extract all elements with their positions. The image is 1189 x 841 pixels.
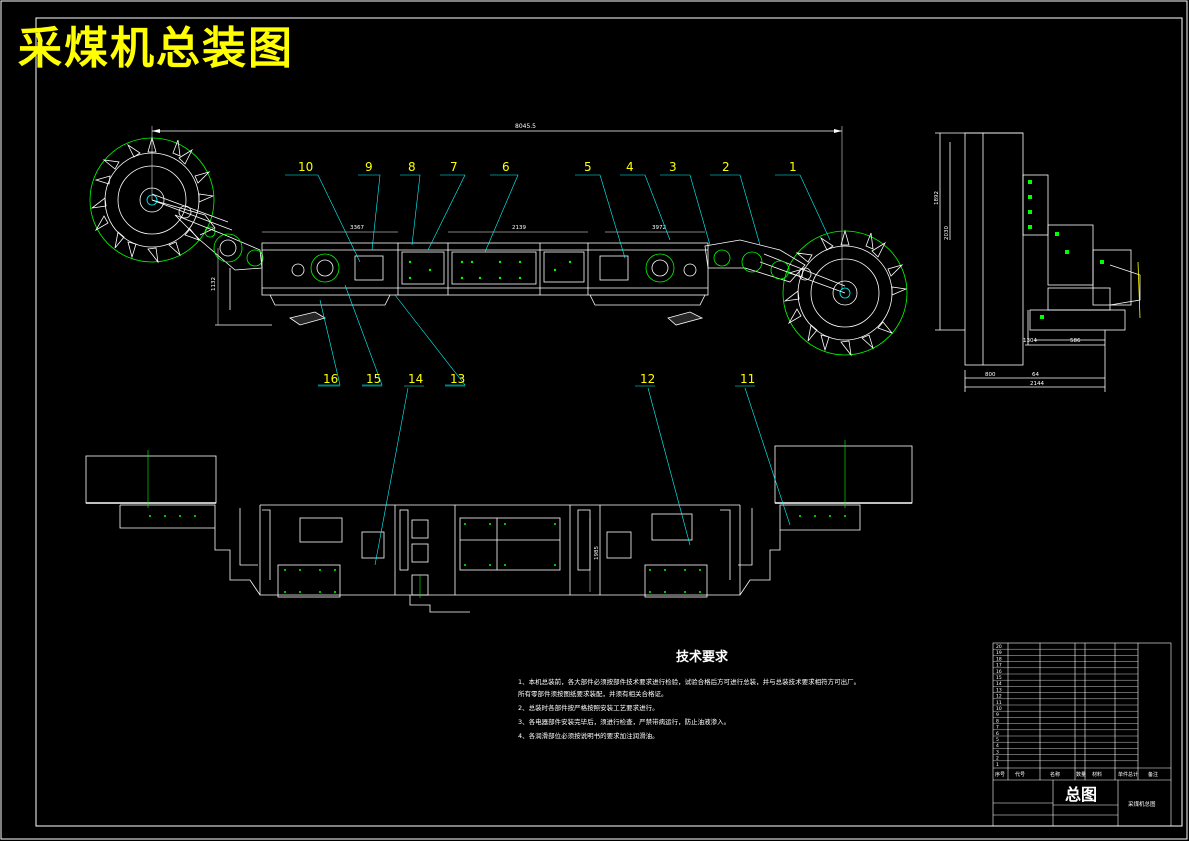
top-leaders	[285, 174, 831, 263]
header-cell: 序号	[995, 771, 1005, 778]
title-block-rows	[993, 649, 1138, 761]
callout-14: 14	[408, 372, 423, 386]
title-block	[992, 642, 1172, 827]
dim-plan-height: 1985	[594, 546, 600, 560]
plan-view	[85, 445, 913, 613]
header-cell: 名称	[1050, 771, 1060, 778]
row-number: 8	[996, 718, 999, 724]
row-number: 3	[996, 749, 999, 755]
callout-numbers-top: 10 9 8 7 6 5 4 3 2 1	[298, 160, 797, 174]
dim-side-h3: 1304	[1023, 338, 1037, 344]
dim-side-w1: 800	[985, 372, 996, 378]
callout-9: 9	[365, 160, 373, 174]
row-number: 2	[996, 756, 999, 762]
header-cell: 代号	[1015, 771, 1025, 778]
machine-body	[215, 242, 709, 326]
dim-mid: 2139	[512, 225, 526, 231]
callout-10: 10	[298, 160, 313, 174]
dim-side-height: 1892	[934, 191, 940, 205]
callout-7: 7	[450, 160, 458, 174]
callout-numbers-bottom: 16 15 14 13 12 11	[323, 372, 755, 386]
side-view-details	[1028, 180, 1104, 319]
callout-2: 2	[722, 160, 730, 174]
row-number: 17	[996, 663, 1002, 669]
callout-6: 6	[502, 160, 510, 174]
callout-3: 3	[669, 160, 677, 174]
plan-view-centerlines	[147, 440, 846, 598]
inner-border	[35, 17, 1183, 827]
header-cell: 单件	[1118, 771, 1128, 778]
callout-12: 12	[640, 372, 655, 386]
dim-side-height-2: 2030	[944, 226, 950, 240]
callout-16: 16	[323, 372, 338, 386]
row-number: 5	[996, 737, 999, 743]
row-number: 15	[996, 675, 1002, 681]
dim-height-left: 1132	[211, 277, 217, 291]
callout-8: 8	[408, 160, 416, 174]
header-cell: 备注	[1148, 771, 1158, 778]
row-number: 18	[996, 656, 1002, 662]
tech-line: 所有零部件须按图纸要求装配，并须有相关合格证。	[518, 690, 668, 698]
row-number: 7	[996, 725, 999, 731]
callout-13: 13	[450, 372, 465, 386]
dim-side-w2: 64	[1032, 372, 1039, 378]
row-number: 4	[996, 743, 999, 749]
row-number: 14	[996, 681, 1002, 687]
tech-line: 1、本机总装前，各大部件必须按部件技术要求进行检验，试验合格后方可进行总装，并与…	[518, 678, 861, 686]
tech-line: 4、各润滑部位必须按说明书的要求加注润滑油。	[518, 732, 659, 740]
callout-15: 15	[366, 372, 381, 386]
dim-right: 3972	[652, 225, 666, 231]
callout-1: 1	[789, 160, 797, 174]
callout-4: 4	[626, 160, 634, 174]
dim-side-w4: 586	[1070, 338, 1081, 344]
header-cell: 材料	[1092, 771, 1102, 778]
ranging-arms	[174, 214, 806, 283]
drawing-title: 采煤机总装图	[18, 23, 294, 74]
plan-view-bolts	[149, 515, 846, 593]
callout-11: 11	[740, 372, 755, 386]
row-number: 9	[996, 712, 999, 718]
row-number: 20	[996, 644, 1002, 650]
title-block-header: 序号 代号 名称 数量 材料 单件 总计 备注	[995, 771, 1158, 778]
elevation-view: 8045.5	[89, 123, 908, 386]
header-cell: 数量	[1076, 771, 1086, 778]
plan-leaders	[374, 387, 791, 566]
dim-overall: 8045.5	[515, 123, 536, 130]
callout-5: 5	[584, 160, 592, 174]
title-block-name: 总图	[1065, 785, 1097, 804]
row-number: 12	[996, 694, 1002, 700]
left-drum	[89, 136, 233, 264]
row-number: 10	[996, 706, 1002, 712]
row-number: 6	[996, 731, 999, 737]
dim-side-w3: 2144	[1030, 381, 1044, 387]
right-drum	[759, 229, 908, 357]
tech-requirements-title: 技术要求	[676, 650, 729, 665]
tech-line: 2、总装时各部件按严格按照安装工艺要求进行。	[518, 704, 659, 712]
row-number: 19	[996, 650, 1002, 656]
body-details	[408, 260, 572, 280]
dim-left: 3367	[350, 225, 364, 231]
side-view	[935, 132, 1141, 392]
title-block-row-numbers: 20 19 18 17 16 15 14 13 12 11 10 9 8 7 6…	[996, 644, 1002, 768]
row-number: 11	[996, 700, 1002, 706]
header-cell: 总计	[1128, 771, 1138, 778]
row-number: 13	[996, 687, 1002, 693]
bottom-leaders	[318, 284, 466, 386]
tech-line: 3、各电器部件安装完毕后，须进行检查，严禁带病运行，防止油液渗入。	[518, 718, 731, 726]
row-number: 1	[996, 762, 999, 768]
section-dims	[217, 231, 705, 325]
row-number: 16	[996, 669, 1002, 675]
title-block-drawing-name: 采煤机总图	[1128, 800, 1156, 808]
